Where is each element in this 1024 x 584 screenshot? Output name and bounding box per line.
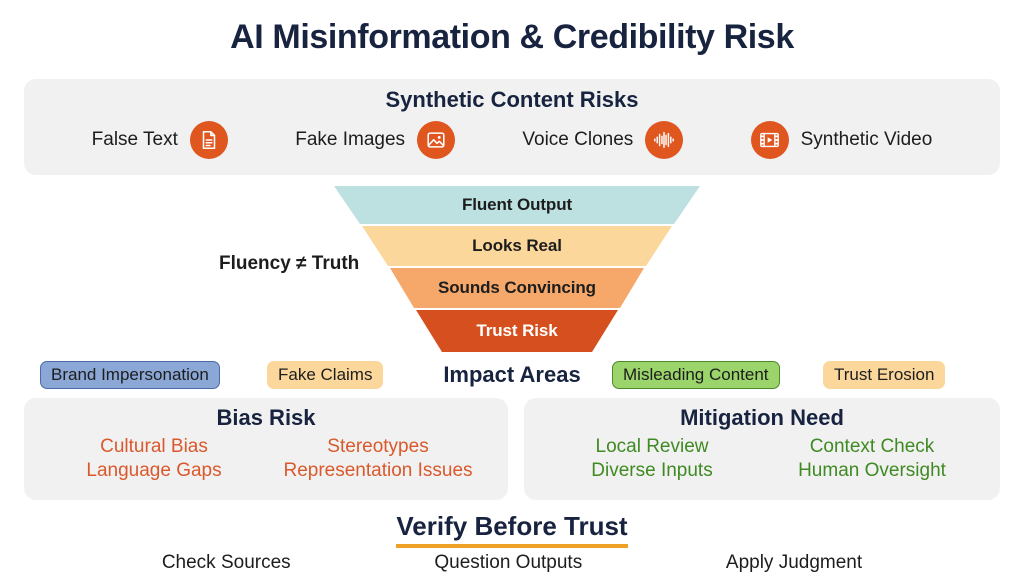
bias-risk-item: Stereotypes	[327, 436, 429, 457]
funnel-stage-label: Trust Risk	[476, 321, 558, 340]
footer-action-check-sources: Check Sources	[161, 552, 291, 573]
impact-badge-misleading-content[interactable]: Misleading Content	[612, 361, 780, 389]
film-play-icon	[750, 121, 789, 159]
synthetic-content-risks-card: Synthetic Content Risks False Text Fake …	[24, 79, 1000, 175]
verify-before-trust-text: Verify Before Trust	[396, 511, 628, 548]
risk-item-synthetic-video: Synthetic Video	[750, 121, 933, 159]
funnel-stage-looks-real: Looks Real	[334, 226, 700, 266]
credibility-funnel: Fluent Output Looks Real Sounds Convinci…	[334, 186, 700, 354]
image-icon	[417, 121, 456, 159]
document-icon	[189, 121, 228, 159]
fluency-not-truth-note: Fluency ≠ Truth	[219, 253, 360, 274]
footer-action-apply-judgment: Apply Judgment	[725, 552, 863, 573]
footer-actions-row: Check Sources Question Outputs Apply Jud…	[0, 552, 1024, 574]
page-title: AI Misinformation & Credibility Risk	[230, 18, 794, 56]
risk-label: False Text	[91, 129, 178, 150]
mitigation-need-item: Context Check	[809, 436, 935, 457]
risk-label: Voice Clones	[522, 129, 634, 150]
bias-risk-item: Representation Issues	[283, 460, 473, 481]
funnel-stage-label: Sounds Convincing	[438, 278, 596, 297]
impact-badge-fake-claims[interactable]: Fake Claims	[267, 361, 384, 389]
mitigation-need-heading: Mitigation Need	[680, 405, 844, 430]
bias-risk-item-grid: Cultural Bias Stereotypes Language Gaps …	[24, 436, 508, 482]
impact-badge-brand-impersonation[interactable]: Brand Impersonation	[40, 361, 220, 389]
mitigation-need-item: Local Review	[595, 436, 709, 457]
bias-risk-heading: Bias Risk	[216, 405, 316, 430]
risk-label: Synthetic Video	[800, 129, 933, 150]
verify-before-trust-title: Verify Before Trust	[0, 511, 1024, 548]
mitigation-need-card: Mitigation Need Local Review Context Che…	[524, 398, 1000, 500]
synthetic-content-risks-heading: Synthetic Content Risks	[385, 87, 639, 112]
mitigation-need-item-grid: Local Review Context Check Diverse Input…	[524, 436, 1000, 482]
funnel-stage-trust-risk: Trust Risk	[334, 310, 700, 352]
impact-badge-trust-erosion[interactable]: Trust Erosion	[823, 361, 946, 389]
risk-item-voice-clones: Voice Clones	[522, 121, 684, 159]
risk-item-false-text: False Text	[92, 121, 228, 159]
bias-risk-item: Language Gaps	[86, 460, 222, 481]
funnel-stage-label: Fluent Output	[461, 195, 573, 214]
synthetic-risk-list: False Text Fake Images	[24, 121, 1000, 159]
waveform-icon	[645, 121, 684, 159]
bias-risk-card: Bias Risk Cultural Bias Stereotypes Lang…	[24, 398, 508, 500]
mitigation-need-item: Diverse Inputs	[591, 460, 713, 481]
impact-areas-heading: Impact Areas	[443, 362, 581, 387]
mitigation-need-item: Human Oversight	[798, 460, 946, 481]
funnel-stage-fluent-output: Fluent Output	[334, 186, 700, 224]
bias-risk-item: Cultural Bias	[100, 436, 208, 457]
funnel-stage-sounds-convincing: Sounds Convincing	[334, 268, 700, 308]
risk-item-fake-images: Fake Images	[295, 121, 456, 159]
footer-action-question-outputs: Question Outputs	[434, 552, 583, 573]
funnel-stage-label: Looks Real	[472, 236, 562, 255]
risk-label: Fake Images	[295, 129, 406, 150]
impact-areas-badge-row: Brand Impersonation Fake Claims Misleadi…	[40, 361, 986, 391]
